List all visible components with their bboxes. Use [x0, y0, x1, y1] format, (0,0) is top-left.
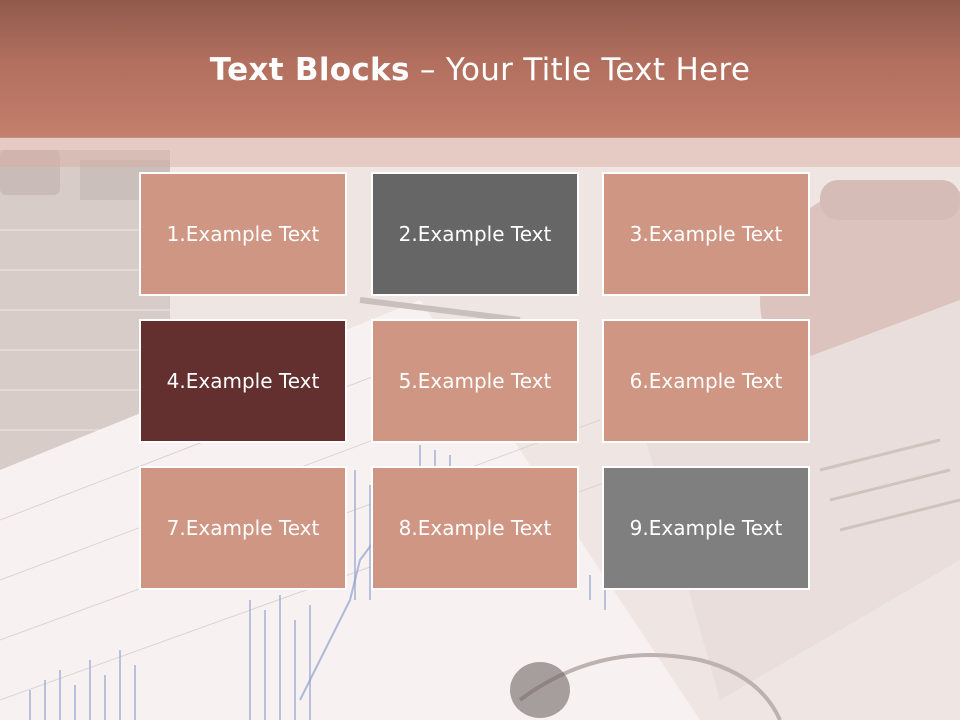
text-block-label: 5.Example Text	[398, 369, 552, 393]
text-block-9: 9.Example Text	[602, 466, 810, 590]
text-block-label: 2.Example Text	[398, 222, 552, 246]
slide-title-bold: Text Blocks	[209, 52, 410, 88]
text-block-1: 1.Example Text	[139, 172, 347, 296]
text-block-label: 3.Example Text	[629, 222, 783, 246]
title-bar	[0, 0, 960, 138]
text-block-3: 3.Example Text	[602, 172, 810, 296]
text-block-label: 1.Example Text	[166, 222, 320, 246]
text-block-label: 6.Example Text	[629, 369, 783, 393]
text-block-7: 7.Example Text	[139, 466, 347, 590]
text-block-6: 6.Example Text	[602, 319, 810, 443]
text-block-label: 4.Example Text	[166, 369, 320, 393]
text-block-label: 7.Example Text	[166, 516, 320, 540]
text-block-4: 4.Example Text	[139, 319, 347, 443]
text-block-8: 8.Example Text	[371, 466, 579, 590]
text-block-label: 9.Example Text	[629, 516, 783, 540]
slide-title-rest: Your Title Text Here	[445, 52, 751, 88]
text-block-label: 8.Example Text	[398, 516, 552, 540]
slide-title-separator: –	[409, 52, 446, 88]
title-bar-band	[0, 137, 960, 167]
text-block-5: 5.Example Text	[371, 319, 579, 443]
text-block-2: 2.Example Text	[371, 172, 579, 296]
slide-title: Text Blocks – Your Title Text Here	[0, 52, 960, 88]
